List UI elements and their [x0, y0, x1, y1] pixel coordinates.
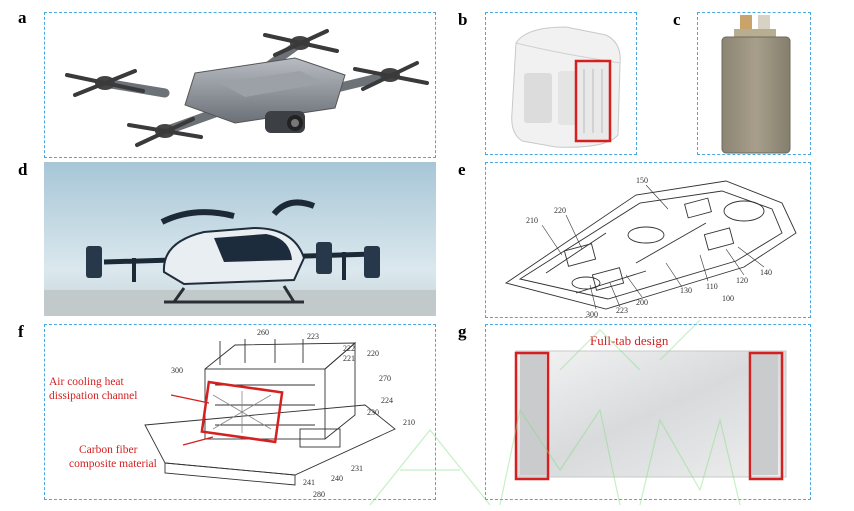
battery-enclosure-schematic: 150 220 210 140 120 110 130 100 200 223 …	[504, 176, 797, 318]
callout-110: 110	[706, 282, 718, 291]
callout-300: 300	[586, 310, 598, 318]
callout-222: 222	[343, 344, 355, 353]
callout-224: 224	[381, 396, 393, 405]
annotation-carbon-fiber-line2: composite material	[69, 458, 157, 470]
callout-100: 100	[722, 294, 734, 303]
callout-270: 270	[379, 374, 391, 383]
panel-c-pouch-cell	[697, 12, 811, 155]
panel-label-e: e	[458, 160, 466, 179]
battery-cell-highlight	[574, 59, 612, 143]
callout-130: 130	[680, 286, 692, 295]
left-tab-highlight	[514, 351, 550, 481]
callout-220: 220	[554, 206, 566, 215]
callout-150: 150	[636, 176, 648, 185]
panel-g-full-tab: Full-tab design	[485, 324, 811, 500]
callout-223: 223	[307, 332, 319, 341]
full-tab-cell-illustration: Full-tab design	[514, 333, 787, 481]
annotation-air-cooling-line1: Air cooling heat	[49, 376, 125, 388]
cooling-structure-diagram: Air cooling heat dissipation channel Car…	[49, 328, 415, 499]
air-channel-highlight	[200, 380, 284, 444]
panel-label-g: g	[458, 322, 467, 341]
panel-b-battery	[485, 12, 637, 155]
callout-221: 221	[343, 354, 355, 363]
panel-label-b: b	[458, 10, 468, 29]
callout-220: 220	[367, 349, 379, 358]
panel-label-d: d	[18, 160, 28, 179]
panel-label-a: a	[18, 8, 27, 27]
panel-a-drone	[44, 12, 436, 158]
callout-231: 231	[351, 464, 363, 473]
full-tab-title: Full-tab design	[590, 333, 669, 348]
callout-120: 120	[736, 276, 748, 285]
callout-200: 200	[636, 298, 648, 307]
panel-e-schematic: 150 220 210 140 120 110 130 100 200 223 …	[485, 162, 811, 318]
battery-pack-illustration	[511, 26, 621, 148]
callout-300: 300	[171, 366, 183, 375]
panel-f-cooling: Air cooling heat dissipation channel Car…	[44, 324, 436, 500]
panel-label-c: c	[673, 10, 681, 29]
drone-illustration	[65, 29, 429, 147]
panel-d-evtol	[44, 162, 436, 316]
panel-label-f: f	[18, 322, 24, 341]
callout-223: 223	[616, 306, 628, 315]
annotation-carbon-fiber-line1: Carbon fiber	[79, 444, 138, 456]
callout-140: 140	[760, 268, 772, 277]
right-tab-highlight	[748, 351, 784, 481]
callout-260: 260	[257, 328, 269, 337]
callout-230: 230	[367, 408, 379, 417]
callout-241: 241	[303, 478, 315, 487]
callout-280: 280	[313, 490, 325, 499]
pouch-cell-illustration	[721, 15, 791, 154]
callout-210: 210	[403, 418, 415, 427]
annotation-air-cooling-line2: dissipation channel	[49, 390, 137, 402]
callout-210: 210	[526, 216, 538, 225]
evtol-illustration	[44, 162, 436, 316]
callout-240: 240	[331, 474, 343, 483]
